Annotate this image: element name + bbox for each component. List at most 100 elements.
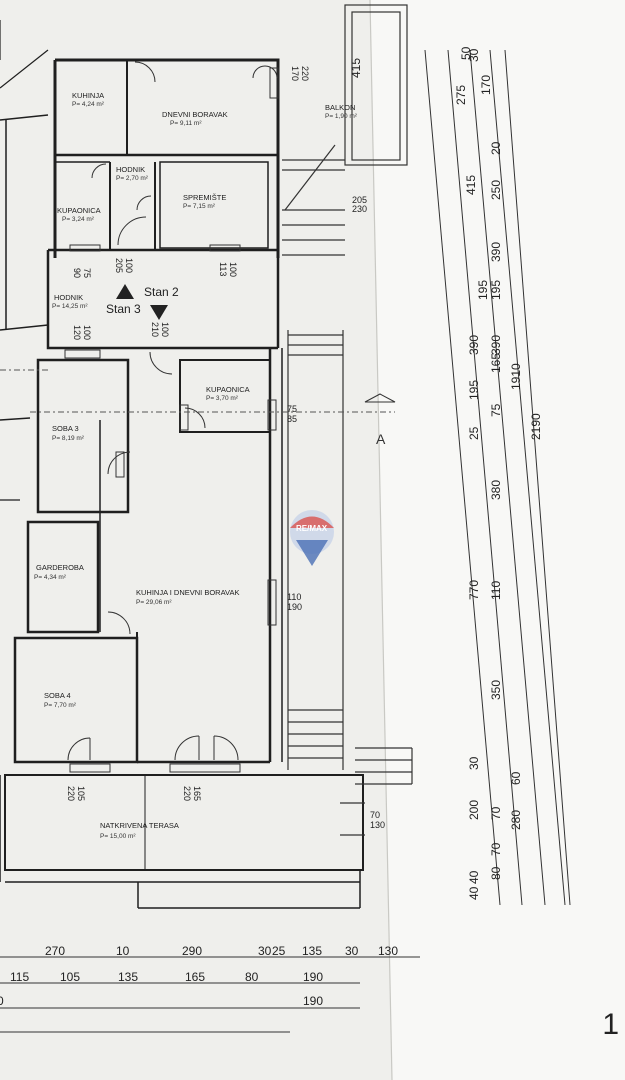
- right-dim-lines: [424, 49, 571, 906]
- dimension-label: 10: [116, 944, 130, 958]
- opening-width: 105: [76, 786, 86, 801]
- room-name: DNEVNI BORAVAK: [162, 110, 228, 119]
- dimension-label: 110: [489, 581, 503, 600]
- room-name: SOBA 4: [44, 691, 71, 700]
- room-area: P= 4,24 m²: [72, 101, 105, 108]
- dimension-label: 60: [509, 771, 523, 785]
- windows: [64, 67, 279, 773]
- room-name: BALKON: [325, 103, 355, 112]
- opening-width: 165: [192, 786, 202, 801]
- opening-height: 220: [182, 786, 192, 801]
- opening-height: 220: [66, 786, 76, 801]
- dimension-label: 80: [489, 866, 503, 880]
- opening-height: 210: [150, 322, 160, 337]
- dimension-label: 270: [45, 944, 65, 958]
- dimension-label: 415: [349, 58, 363, 78]
- room-area: P= 14,25 m²: [52, 303, 88, 310]
- room-name: NATKRIVENA TERASA: [100, 821, 179, 830]
- room-area: P= 7,15 m²: [183, 203, 216, 210]
- room-area: P= 3,70 m²: [206, 395, 239, 402]
- dimension-label: 135: [302, 944, 322, 958]
- dimension-label: 195: [489, 280, 503, 300]
- dimension-label: 75: [489, 403, 503, 417]
- room-name: KUPAONICA: [206, 385, 250, 394]
- stan3-marker-icon: [150, 305, 168, 320]
- dimension-label: 380: [489, 480, 503, 500]
- dimension-label: 290: [182, 944, 202, 958]
- dimension-label: 25: [467, 426, 481, 440]
- right-dimensions: 4040302007702519539080707035011038075165…: [349, 46, 543, 900]
- room-area: P= 4,34 m²: [34, 574, 67, 581]
- dimension-label: 30: [467, 756, 481, 770]
- remax-logo: RE/MAX: [290, 510, 334, 566]
- room-area: P= 1,90 m²: [325, 113, 358, 120]
- dimension-label: 20: [489, 141, 503, 155]
- dimension-label: 170: [479, 75, 493, 95]
- room-name: KUHINJA: [72, 91, 104, 100]
- dimension-label: 200: [467, 800, 481, 820]
- dimension-label: 135: [118, 970, 138, 984]
- opening-width: 75: [82, 268, 92, 278]
- dimension-label: 30: [345, 944, 359, 958]
- room-area: P= 15,00 m²: [100, 833, 136, 840]
- dimension-label: 165: [489, 353, 503, 373]
- opening-width: 70: [370, 810, 380, 820]
- dimension-label: 250: [489, 180, 503, 200]
- dimension-label: 25: [272, 944, 286, 958]
- opening-height: 190: [287, 602, 302, 612]
- dimension-label: 165: [185, 970, 205, 984]
- dimension-label: 190: [303, 994, 323, 1008]
- dimension-label: 390: [467, 335, 481, 355]
- opening-width: 205: [352, 195, 367, 205]
- bottom-dim-lines: [0, 956, 420, 1033]
- room-name: SPREMIŠTE: [183, 193, 226, 202]
- opening-height: 90: [72, 268, 82, 278]
- dimension-label: 275: [454, 85, 468, 105]
- opening-width: 100: [228, 262, 238, 277]
- dimension-label: 40: [467, 870, 481, 884]
- dimension-label: 0: [0, 994, 4, 1008]
- room-area: P= 2,70 m²: [116, 175, 149, 182]
- section-line: [0, 369, 396, 413]
- opening-marks: 170 220 205 230 75 90 100 205 100 113 10…: [66, 66, 385, 830]
- opening-width: 100: [160, 322, 170, 337]
- room-area: P= 29,06 m²: [136, 599, 172, 606]
- dimension-label: 280: [509, 810, 523, 830]
- room-area: P= 7,70 m²: [44, 702, 77, 709]
- opening-width: 170: [290, 66, 300, 81]
- dimension-label: 1910: [509, 363, 523, 390]
- dimension-label: 130: [378, 944, 398, 958]
- opening-height: 230: [352, 204, 367, 214]
- room-area: P= 9,11 m²: [170, 120, 202, 127]
- room-name: GARDEROBA: [36, 563, 84, 572]
- dimension-label: 30: [258, 944, 272, 958]
- room-labels: KUHINJA P= 4,24 m² DNEVNI BORAVAK P= 9,1…: [34, 91, 358, 840]
- opening-width: 100: [124, 258, 134, 273]
- dimension-label: 195: [476, 280, 490, 300]
- opening-width: 100: [82, 325, 92, 340]
- stan2-marker-icon: [116, 284, 134, 299]
- opening-height: 220: [300, 66, 310, 81]
- dimension-label: 770: [467, 580, 481, 600]
- dimension-label: 2190: [529, 413, 543, 440]
- dimension-label: 390: [489, 335, 503, 355]
- dimension-label: 190: [303, 970, 323, 984]
- stan3-label: Stan 3: [106, 302, 141, 316]
- dimension-label: 390: [489, 242, 503, 262]
- dimension-label: 350: [489, 680, 503, 700]
- dimension-label: 415: [464, 175, 478, 195]
- paper-fold: [369, 0, 393, 1080]
- room-name: KUPAONICA: [57, 206, 101, 215]
- dimension-label: 40: [467, 886, 481, 900]
- dimension-label: 80: [245, 970, 259, 984]
- balcony-stairs: [282, 4, 413, 836]
- room-area: P= 8,19 m²: [52, 435, 85, 442]
- opening-height: 85: [287, 414, 297, 424]
- room-name: HODNIK: [54, 293, 83, 302]
- section-label: A: [376, 431, 386, 447]
- room-name: SOBA 3: [52, 424, 79, 433]
- page-number: 1: [602, 1008, 619, 1041]
- dimension-label: 105: [60, 970, 80, 984]
